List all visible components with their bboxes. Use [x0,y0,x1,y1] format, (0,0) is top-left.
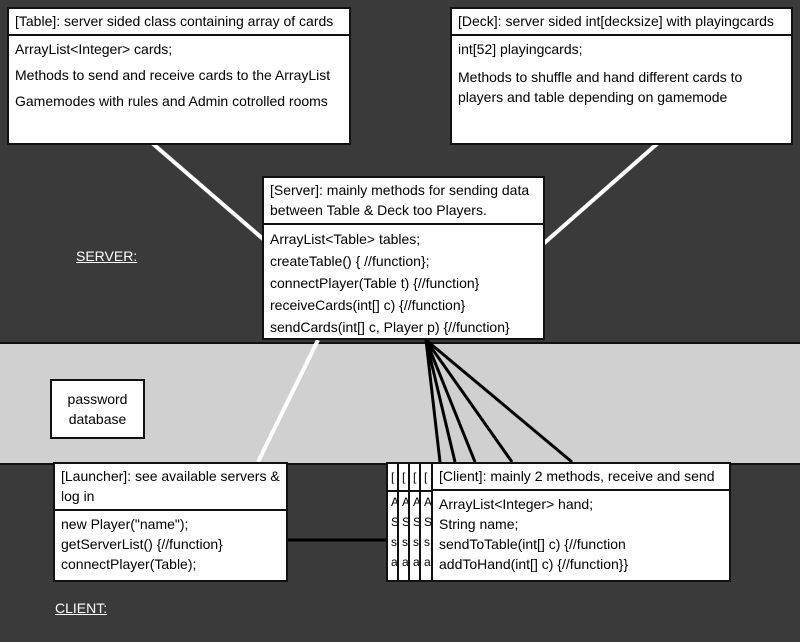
line-server-client-1 [424,339,442,463]
server-class-line: ArrayList<Table> tables; [270,231,421,247]
line-server-client-3 [424,339,477,463]
deck-class-line: Methods to shuffle and hand different ca… [458,69,743,105]
table-class-line: Methods to send and receive cards to the… [15,67,331,83]
line-server-client-4 [424,339,514,463]
line-launcher-server [256,339,320,463]
password-database-label: password database [67,391,128,427]
server-class-line: receiveCards(int[] c) {//function} [270,297,466,313]
client-class-line: sendToTable(int[] c) {//function [439,536,626,552]
launcher-class-line: new Player("name"); [61,516,189,532]
table-class-box: [Table]: server sided class containing a… [7,7,351,145]
line-table-server [150,141,272,247]
server-region-label: SERVER: [76,248,138,264]
server-class-line: connectPlayer(Table t) {//function} [270,275,480,291]
line-server-client-5 [425,338,573,464]
password-database-box: password database [50,379,145,439]
deck-class-line: int[52] playingcards; [458,41,583,57]
client-class-header: [Client]: mainly 2 methods, receive and … [433,464,729,491]
line-deck-server [540,141,660,247]
client-class-line: ArrayList<Integer> hand; [439,496,594,512]
client-class-line: addToHand(int[] c) {//function}} [439,556,629,572]
launcher-class-box: [Launcher]: see available servers & log … [53,462,288,582]
server-class-line: createTable() { //function}; [270,253,430,269]
launcher-class-line: connectPlayer(Table); [61,556,197,572]
server-class-line: sendCards(int[] c, Player p) {//function… [270,319,510,335]
client-region-label: CLIENT: [55,600,108,616]
launcher-class-line: getServerList() {//function} [61,536,223,552]
table-class-line: Gamemodes with rules and Admin cotrolled… [15,93,328,109]
deck-class-body: int[52] playingcards; Methods to shuffle… [452,36,791,110]
table-class-body: ArrayList<Integer> cards; Methods to sen… [9,36,349,114]
client-class-box: [Client]: mainly 2 methods, receive and … [431,462,731,582]
table-class-header: [Table]: server sided class containing a… [9,9,349,36]
table-class-line: ArrayList<Integer> cards; [15,41,173,57]
launcher-class-header: [Launcher]: see available servers & log … [55,464,286,511]
client-class-body: ArrayList<Integer> hand; String name; se… [433,491,729,577]
server-class-body: ArrayList<Table> tables; createTable() {… [264,225,543,341]
launcher-class-body: new Player("name"); getServerList() {//f… [55,511,286,577]
client-class-line: String name; [439,516,519,532]
deck-class-header: [Deck]: server sided int[decksize] with … [452,9,791,36]
server-class-box: [Server]: mainly methods for sending dat… [262,176,545,340]
line-server-client-2 [424,339,457,463]
deck-class-box: [Deck]: server sided int[decksize] with … [450,7,793,145]
server-class-header: [Server]: mainly methods for sending dat… [264,178,543,225]
